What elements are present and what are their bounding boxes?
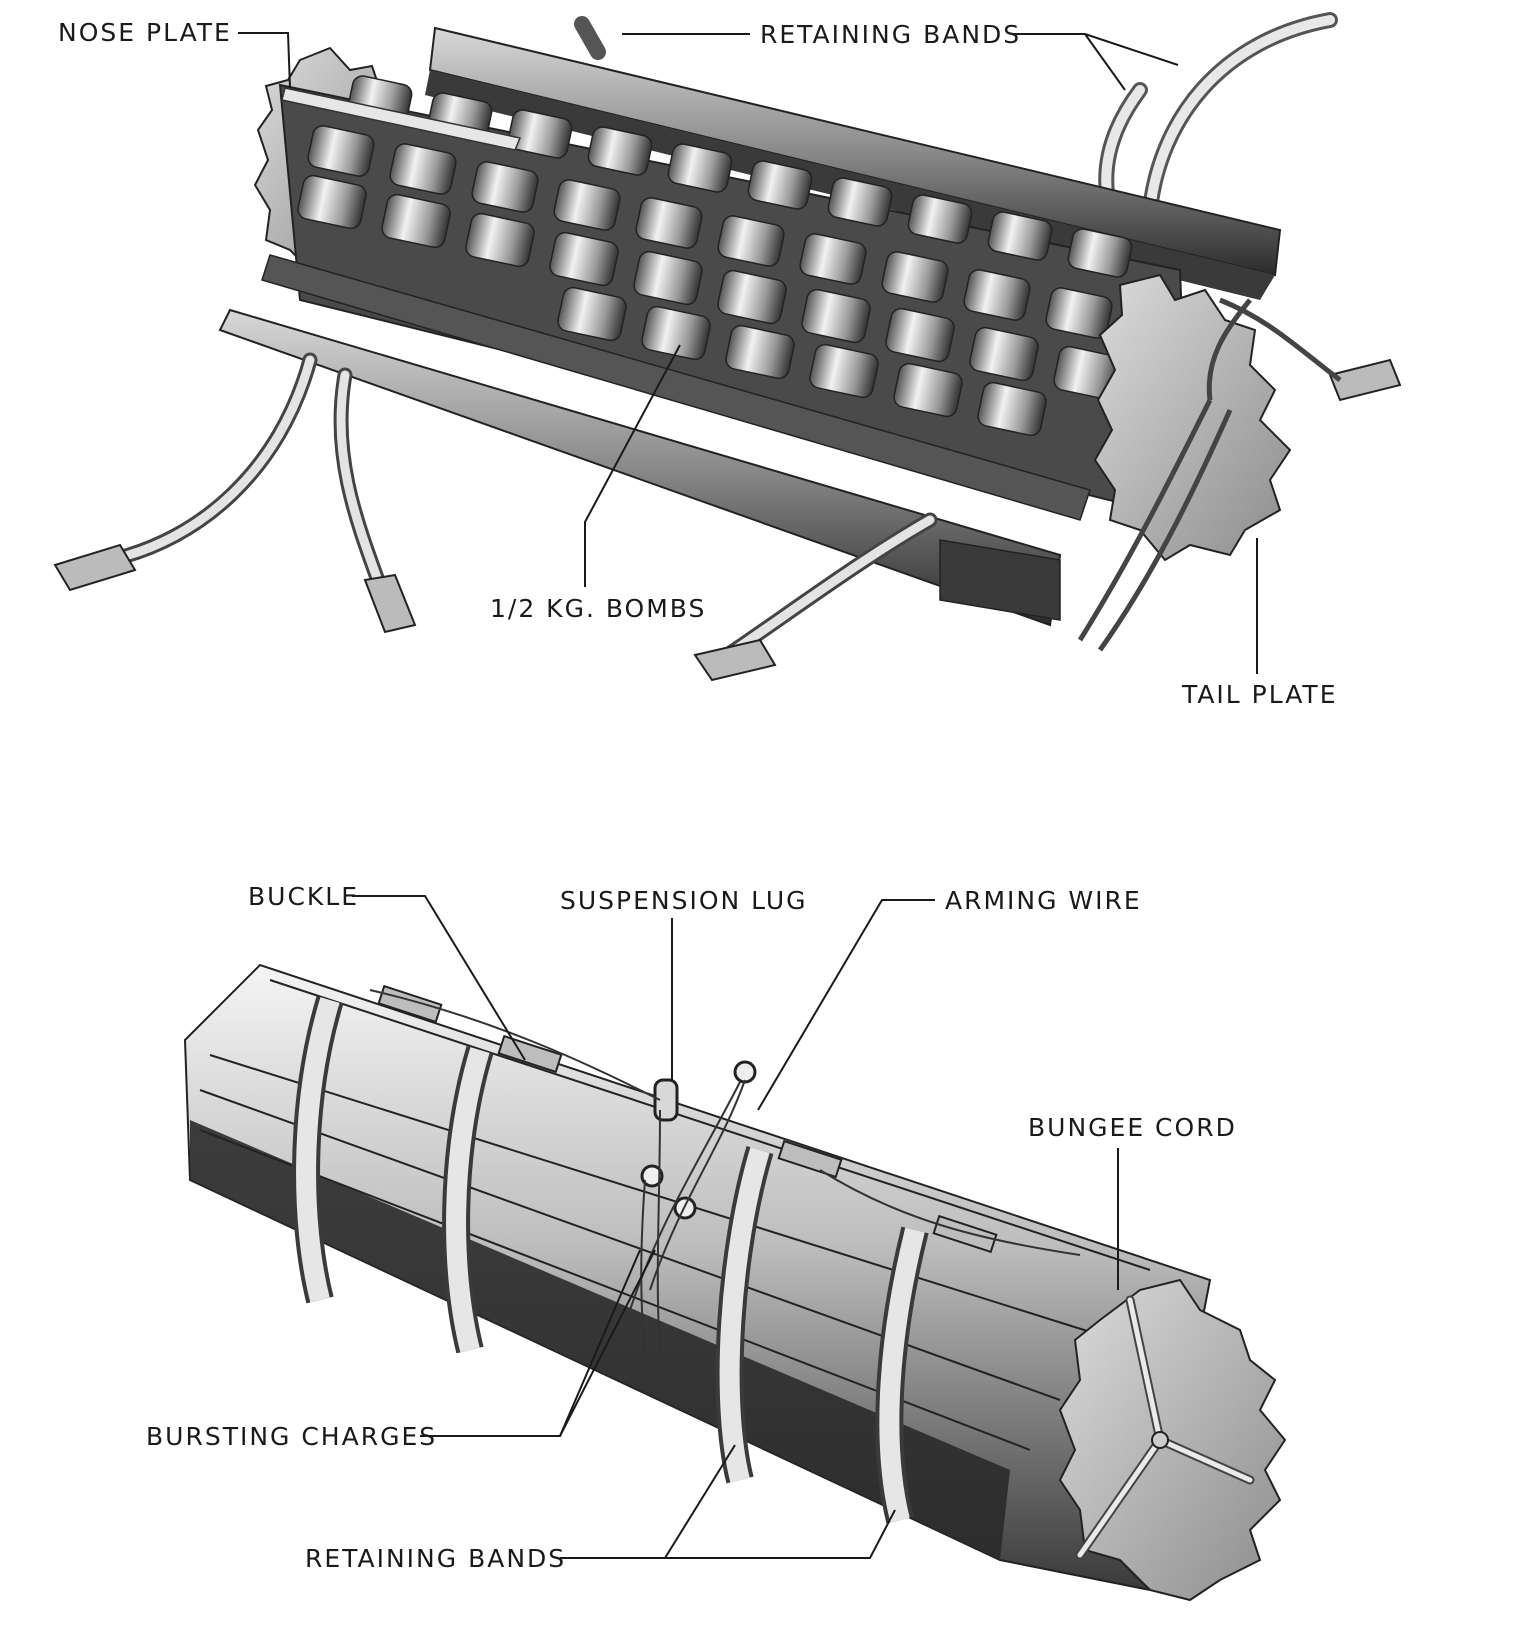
label-suspension-lug: SUSPENSION LUG (560, 886, 808, 915)
label-half-kg-bombs: 1/2 KG. BOMBS (490, 594, 707, 623)
label-tail-plate: TAIL PLATE (1182, 680, 1338, 709)
band-buckles (377, 984, 998, 1254)
label-buckle: BUCKLE (248, 882, 360, 911)
tail-plate (1093, 273, 1292, 562)
label-bungee-cord: BUNGEE CORD (1028, 1113, 1237, 1142)
label-retaining-bands-bottom: RETAINING BANDS (305, 1544, 567, 1573)
top-leader-lines (238, 32, 1258, 674)
bottom-leader-lines (352, 895, 1119, 1559)
label-arming-wire: ARMING WIRE (945, 886, 1142, 915)
exploded-cluster-illustration (53, 12, 1402, 682)
bomb-rows (297, 75, 1133, 437)
cluster-cylinder (183, 963, 1212, 1592)
lower-rail (218, 308, 1062, 627)
assembled-tail-plate (1058, 1278, 1287, 1602)
label-retaining-bands-top: RETAINING BANDS (760, 20, 1022, 49)
assembled-cluster-illustration (183, 963, 1287, 1602)
label-nose-plate: NOSE PLATE (58, 18, 232, 47)
label-bursting-charges: BURSTING CHARGES (146, 1422, 438, 1451)
